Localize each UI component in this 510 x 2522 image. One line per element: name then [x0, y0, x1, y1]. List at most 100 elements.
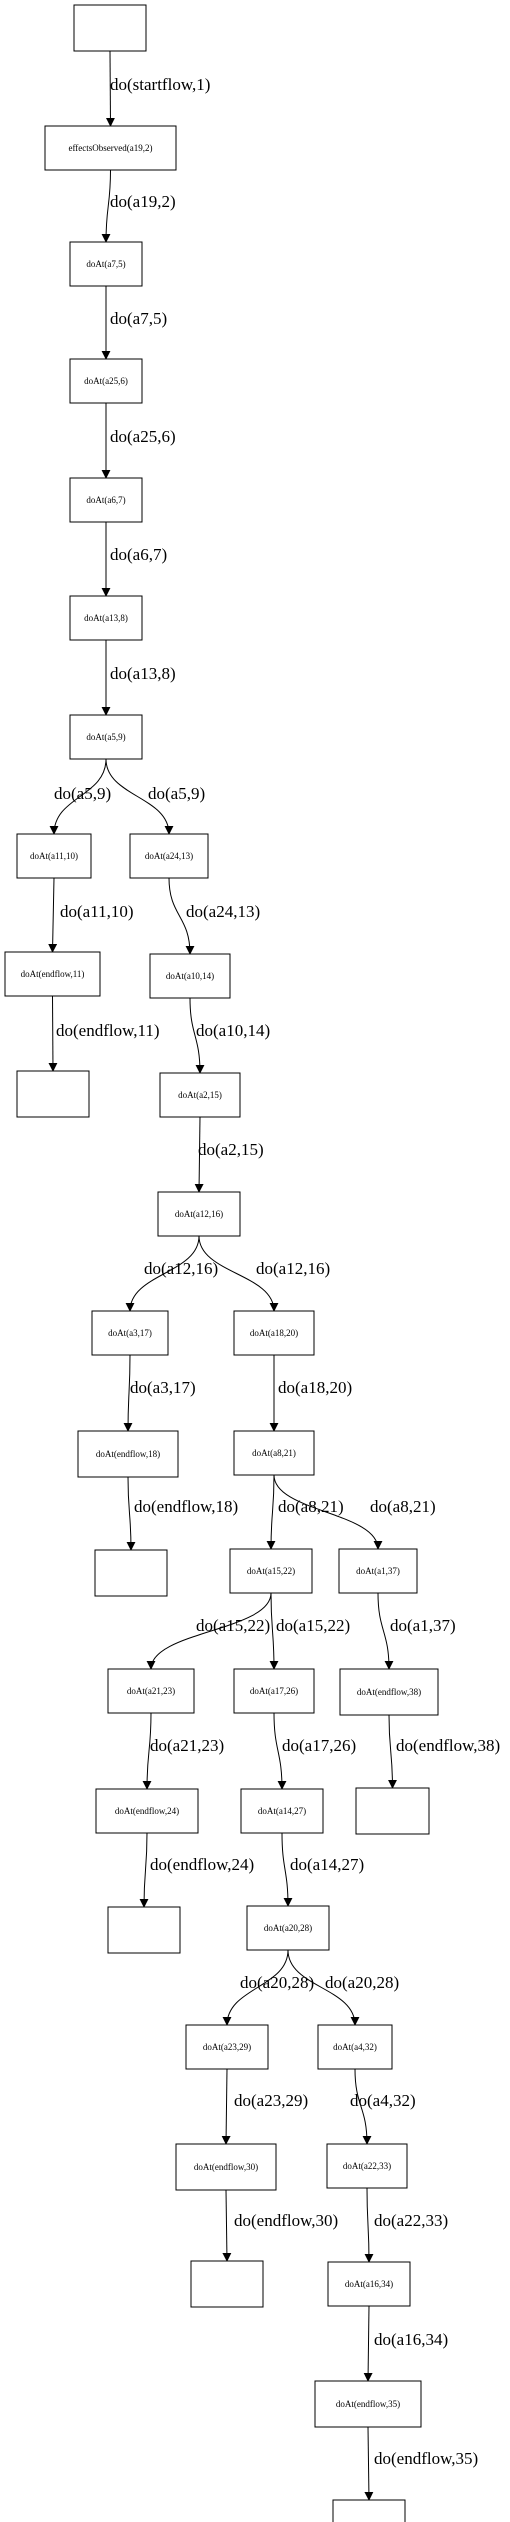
edge-label: do(a20,28): [325, 1973, 399, 1992]
edge-n23-to-n24: [281, 1832, 293, 1907]
empty-state-node: [332, 2499, 406, 2522]
node-box: [246, 1905, 330, 1951]
state-node: doAt(a5,9): [69, 714, 143, 760]
edge-n8-to-n10: [168, 877, 195, 955]
state-node: doAt(a7,5): [69, 241, 143, 287]
edge-label: do(a5,9): [148, 784, 205, 803]
edge-n6-to-n7: [49, 758, 107, 835]
node-box: [233, 1430, 315, 1476]
node-box: [44, 125, 177, 171]
node-label: doAt(endflow,30): [194, 2162, 258, 2172]
node-box: [229, 1548, 313, 1594]
state-node: effectsObserved(a19,2): [44, 125, 177, 171]
edge-label: do(a25,6): [110, 427, 176, 446]
node-box: [190, 2260, 264, 2308]
edge-label: do(a14,27): [290, 1855, 364, 1874]
empty-state-node: [190, 2260, 264, 2308]
state-node: doAt(a18,20): [233, 1310, 315, 1356]
state-node: doAt(a12,16): [157, 1191, 241, 1237]
edge-label: do(a18,20): [278, 1378, 352, 1397]
node-box: [317, 2024, 393, 2070]
node-label: doAt(a6,7): [86, 495, 125, 505]
edge-n1-to-n2: [101, 169, 111, 243]
edge-label: do(a2,15): [198, 1140, 264, 1159]
state-node: doAt(a23,29): [185, 2024, 269, 2070]
state-node: doAt(a3,17): [91, 1310, 169, 1356]
node-label: doAt(endflow,24): [115, 1806, 179, 1816]
edge-label: do(a19,2): [110, 192, 176, 211]
edge-n11-to-n12: [194, 1116, 204, 1193]
node-label: doAt(a16,34): [345, 2279, 393, 2289]
edge-n17-to-n20: [269, 1592, 279, 1670]
edge-n15-to-e2: [126, 1476, 136, 1551]
state-node: doAt(a6,7): [69, 477, 143, 523]
edge-n12-to-n13: [125, 1235, 200, 1312]
state-node: doAt(a21,23): [107, 1668, 195, 1714]
edge-n16-to-n17: [266, 1474, 276, 1550]
node-box: [339, 1668, 439, 1716]
state-node: doAt(a4,32): [317, 2024, 393, 2070]
edge-n10-to-n11: [189, 997, 205, 1074]
edge-label: do(a4,32): [350, 2091, 416, 2110]
node-label: doAt(a1,37): [356, 1566, 400, 1576]
node-label: doAt(a23,29): [203, 2042, 251, 2052]
node-box: [149, 953, 231, 999]
edge-label: do(a12,16): [144, 1259, 218, 1278]
node-label: effectsObserved(a19,2): [68, 143, 152, 153]
edge-label: do(startflow,1): [110, 75, 210, 94]
state-node: doAt(a14,27): [240, 1788, 324, 1834]
node-box: [314, 2380, 422, 2428]
state-node: doAt(a11,10): [16, 833, 92, 879]
edge-label: do(a21,23): [150, 1736, 224, 1755]
edge-label: do(endflow,18): [134, 1497, 238, 1516]
node-box: [355, 1787, 430, 1835]
node-label: doAt(a17,26): [250, 1686, 298, 1696]
edge-label: do(endflow,11): [56, 1021, 160, 1040]
node-label: doAt(endflow,38): [357, 1687, 421, 1697]
node-label: doAt(endflow,35): [336, 2399, 400, 2409]
empty-state-node: [107, 1906, 181, 1954]
edge-n7-to-n9: [48, 877, 58, 953]
node-box: [233, 1668, 315, 1714]
edge-n24-to-n26: [287, 1949, 360, 2026]
node-label: doAt(endflow,11): [21, 969, 85, 979]
edge-n19-to-n22: [142, 1712, 152, 1790]
node-box: [91, 1310, 169, 1356]
node-label: doAt(a3,17): [108, 1328, 152, 1338]
edge-label: do(a3,17): [130, 1378, 196, 1397]
state-node: doAt(a16,34): [327, 2261, 411, 2307]
edge-n30-to-e6: [364, 2426, 374, 2501]
node-box: [157, 1191, 241, 1237]
state-node: doAt(endflow,38): [339, 1668, 439, 1716]
edge-label: do(a15,22): [196, 1616, 270, 1635]
node-box: [69, 358, 143, 404]
empty-state-node: [94, 1549, 168, 1597]
edges-layer: do(startflow,1) do(a19,2) do(a7,5) do(a25,6…: [48, 50, 500, 2501]
edge-label: do(a10,14): [196, 1021, 270, 1040]
node-label: doAt(a10,14): [166, 971, 214, 981]
edge-n13-to-n15: [123, 1354, 133, 1432]
edge-n29-to-n30: [363, 2305, 373, 2382]
node-box: [107, 1668, 195, 1714]
state-node: doAt(endflow,30): [175, 2143, 277, 2191]
edge-label: do(a13,8): [110, 664, 176, 683]
state-node: doAt(endflow,24): [95, 1788, 199, 1834]
edge-n22-to-e4: [139, 1832, 149, 1908]
node-label: doAt(a11,10): [30, 851, 78, 861]
edge-label: do(a7,5): [110, 309, 167, 328]
node-box: [326, 2143, 408, 2189]
edge-n26-to-n28: [354, 2068, 372, 2145]
node-label: doAt(a22,33): [343, 2161, 391, 2171]
state-node: doAt(a22,33): [326, 2143, 408, 2189]
empty-state-node: [16, 1070, 90, 1118]
node-label: doAt(a12,16): [175, 1209, 223, 1219]
node-box: [129, 833, 209, 879]
node-label: doAt(a5,9): [86, 732, 125, 742]
edge-label: do(a23,29): [234, 2091, 308, 2110]
state-node: doAt(endflow,11): [4, 951, 101, 997]
edge-label: do(a11,10): [60, 902, 134, 921]
state-node: doAt(a15,22): [229, 1548, 313, 1594]
node-label: doAt(a21,23): [127, 1686, 175, 1696]
edge-label: do(endflow,30): [234, 2211, 338, 2230]
node-box: [185, 2024, 269, 2070]
